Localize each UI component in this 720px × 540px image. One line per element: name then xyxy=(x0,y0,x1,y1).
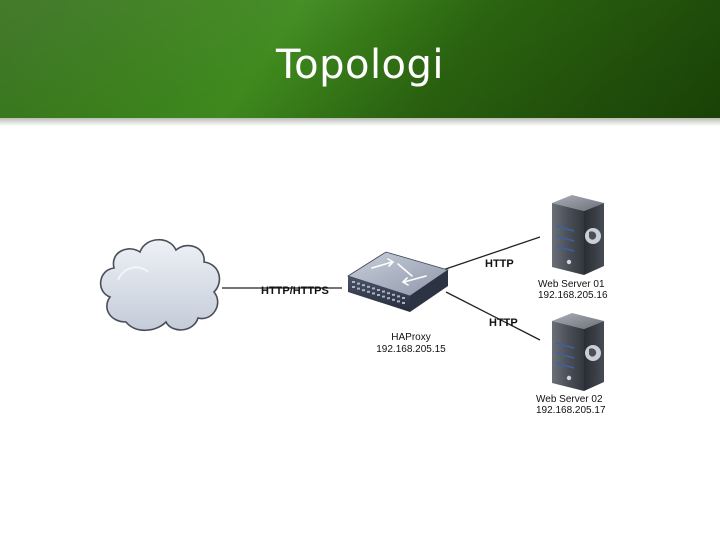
server-icon xyxy=(552,195,604,275)
slide-title: Topologi xyxy=(275,42,445,88)
proxy-name: HAProxy xyxy=(391,332,430,343)
link-label-server1: HTTP xyxy=(485,258,514,270)
header-banner xyxy=(0,0,720,118)
cloud-icon xyxy=(99,238,221,332)
header-divider xyxy=(0,118,720,126)
link-proxy-server2 xyxy=(445,291,541,341)
proxy-ip: 192.168.205.15 xyxy=(376,344,446,355)
server1-ip: 192.168.205.16 xyxy=(538,290,608,301)
server-icon xyxy=(552,313,604,391)
link-label-internet-proxy: HTTP/HTTPS xyxy=(261,285,329,297)
link-label-server2: HTTP xyxy=(489,317,518,329)
header-banner-shine xyxy=(0,0,720,118)
network-switch-icon xyxy=(347,251,449,312)
link-proxy-server1 xyxy=(427,236,541,276)
server2-name: Web Server 02 xyxy=(536,394,603,405)
server1-name: Web Server 01 xyxy=(538,279,605,290)
server2-ip: 192.168.205.17 xyxy=(536,405,606,416)
